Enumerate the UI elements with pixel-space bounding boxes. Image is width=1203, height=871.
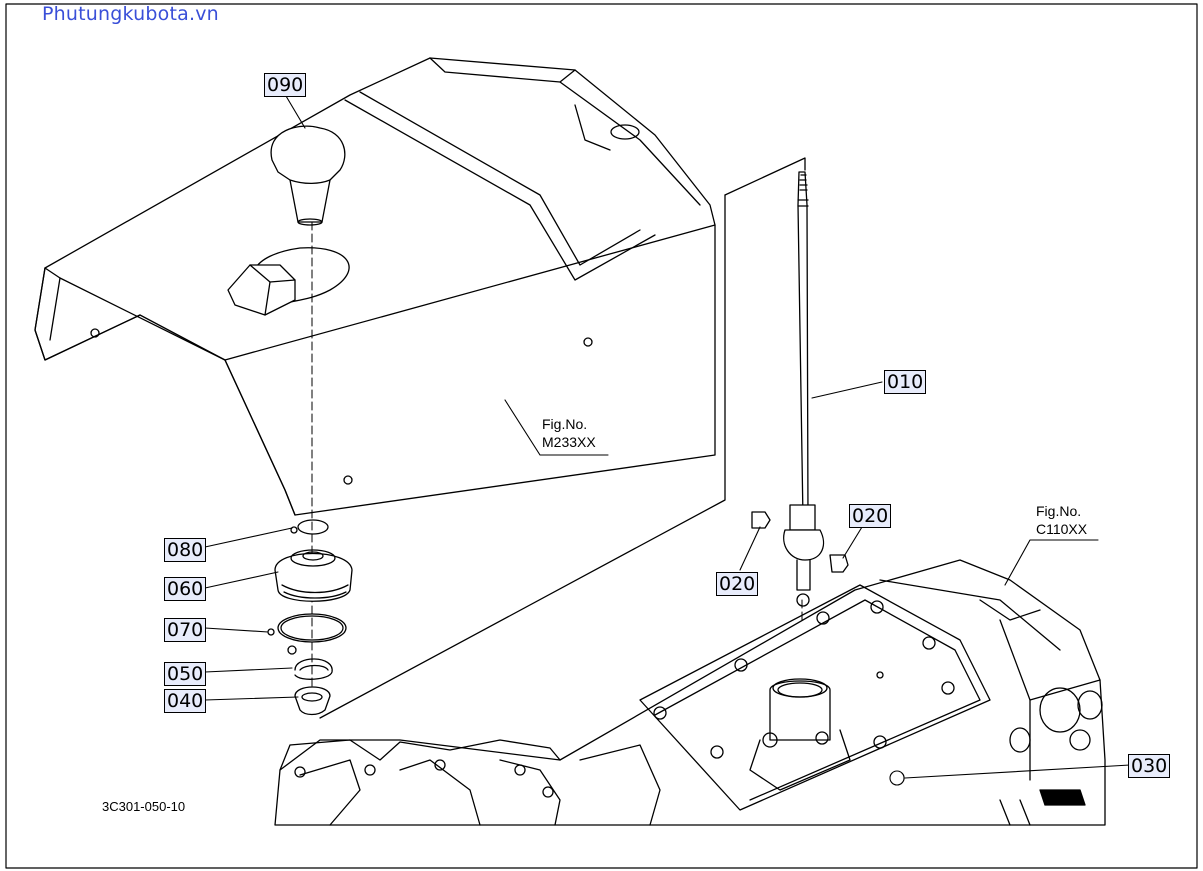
callout-040[interactable]: 040 — [164, 689, 207, 713]
transmission-housing — [274, 559, 1106, 826]
callout-020-left[interactable]: 020 — [716, 572, 759, 596]
callout-090[interactable]: 090 — [264, 73, 307, 97]
shift-lever — [751, 171, 849, 681]
drawing-frame — [5, 3, 1198, 869]
callout-070[interactable]: 070 — [164, 618, 207, 642]
callout-030[interactable]: 030 — [1128, 754, 1171, 778]
shift-knob — [270, 125, 346, 226]
watermark-text: Phutungkubota.vn — [42, 3, 219, 25]
leader-lines — [204, 95, 1131, 786]
drawing-number: 3C301-050-10 — [102, 799, 186, 814]
fig-ref-transmission-label: Fig.No. — [1036, 503, 1082, 519]
callout-020-right[interactable]: 020 — [849, 504, 892, 528]
callout-080[interactable]: 080 — [164, 538, 207, 562]
fig-ref-cover: Fig.No. M233XX — [542, 415, 596, 451]
fig-ref-transmission: Fig.No. C110XX — [1036, 502, 1087, 538]
callout-010[interactable]: 010 — [884, 370, 927, 394]
cover-panel — [34, 57, 806, 719]
small-parts-stack — [267, 519, 353, 716]
fig-ref-transmission-number: C110XX — [1036, 521, 1088, 537]
callout-050[interactable]: 050 — [164, 662, 207, 686]
callout-060[interactable]: 060 — [164, 577, 207, 601]
fig-ref-cover-number: M233XX — [542, 434, 596, 450]
fig-ref-cover-label: Fig.No. — [542, 416, 588, 432]
